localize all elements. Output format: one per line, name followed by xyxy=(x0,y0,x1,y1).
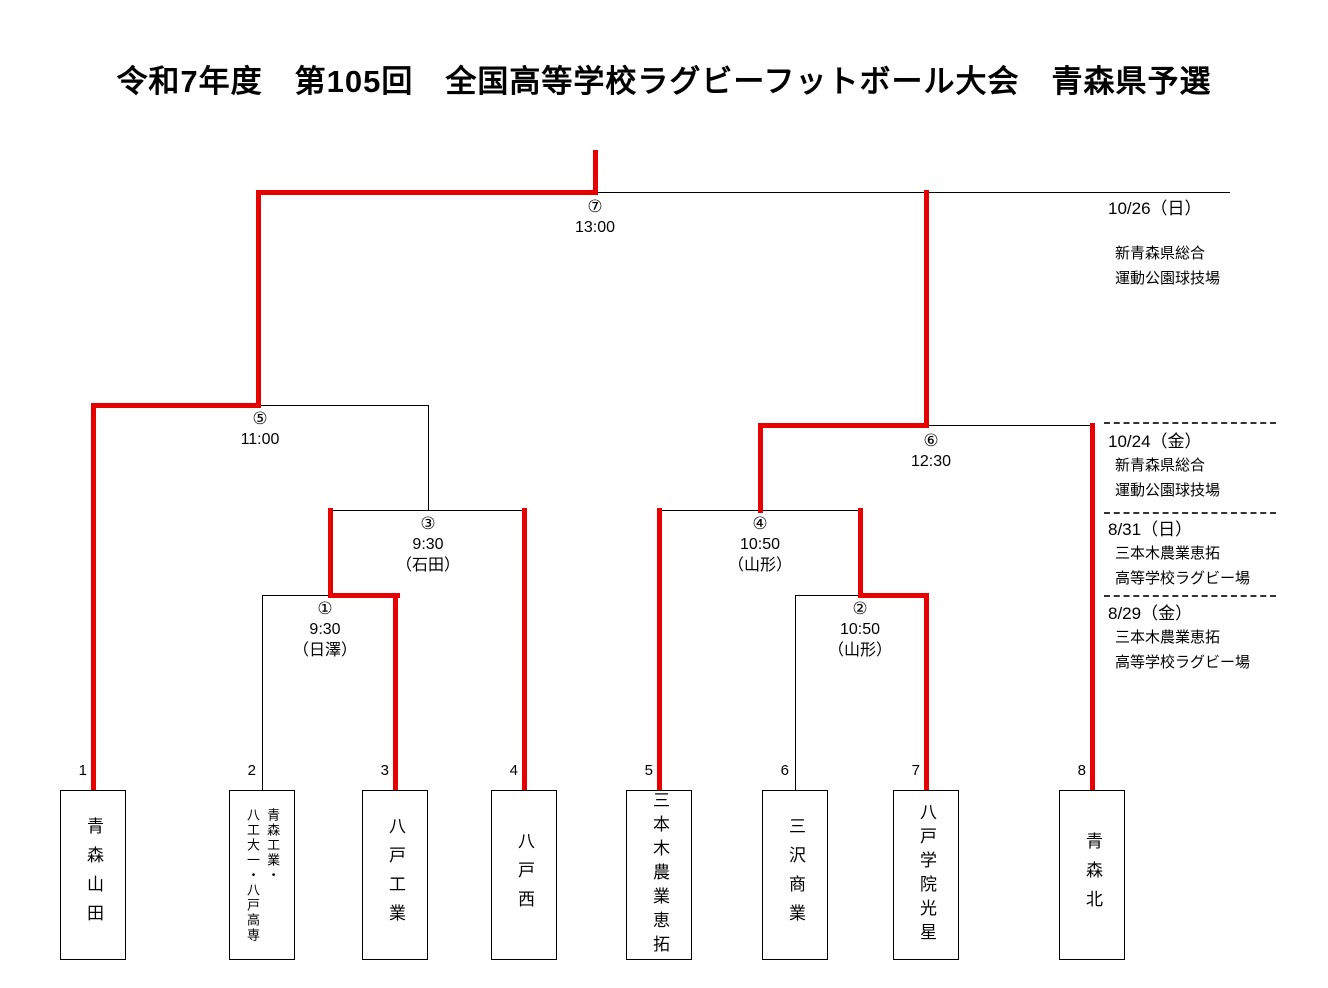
seed-number-7: 7 xyxy=(911,762,920,779)
schedule-venue: 運動公園球技場 xyxy=(1115,270,1221,287)
bracket-line-team6 xyxy=(795,595,796,790)
schedule-venue: 新青森県総合 xyxy=(1115,245,1206,262)
seed-number-8: 8 xyxy=(1077,762,1086,779)
match-3-number: ③ xyxy=(420,514,436,533)
match-7-label: ⑦ 13:00 xyxy=(550,196,640,238)
seed-number-1: 1 xyxy=(78,762,87,779)
schedule-block-final: 10/26（日） 新青森県総合 運動公園球技場 xyxy=(1108,197,1288,291)
tournament-title: 令和7年度 第105回 全国高等学校ラグビーフットボール大会 青森県予選 xyxy=(116,64,1212,99)
team-box-2: 青森工業・ 八工大一・八戸高専 xyxy=(229,790,295,960)
match-4-number: ④ xyxy=(752,514,768,533)
match-3-time: 9:30 xyxy=(412,536,444,553)
advance-line-match6-winner xyxy=(924,190,929,428)
match-7-time: 13:00 xyxy=(574,219,616,236)
match-1-label: ① 9:30 （日澤） xyxy=(280,598,370,661)
schedule-block-semifinal: 10/24（金） 新青森県総合 運動公園球技場 xyxy=(1108,430,1288,503)
advance-line-team8 xyxy=(1090,423,1095,790)
schedule-date: 10/26（日） xyxy=(1108,199,1202,218)
team-box-3: 八戸工業 xyxy=(362,790,428,960)
match-4-time: 10:50 xyxy=(739,536,781,553)
team-box-4: 八戸西 xyxy=(491,790,557,960)
schedule-block-round1: 8/29（金） 三本木農業恵拓 高等学校ラグビー場 xyxy=(1108,602,1288,675)
team-box-1: 青森山田 xyxy=(60,790,126,960)
schedule-divider xyxy=(1104,512,1276,514)
match-6-time: 12:30 xyxy=(910,453,952,470)
team-name: 八戸工業 xyxy=(386,817,406,933)
team-box-5: 三本木農業恵拓 xyxy=(626,790,692,960)
schedule-block-round2: 8/31（日） 三本木農業恵拓 高等学校ラグビー場 xyxy=(1108,518,1288,591)
match-4-official: （山形） xyxy=(727,557,792,574)
advance-line-team4 xyxy=(522,508,527,790)
schedule-divider xyxy=(1104,595,1276,597)
match-7-number: ⑦ xyxy=(587,197,603,216)
match-6-number: ⑥ xyxy=(923,431,939,450)
match-2-official: （山形） xyxy=(827,642,892,659)
seed-number-4: 4 xyxy=(509,762,518,779)
team-name: 青森工業・ 八工大一・八戸高専 xyxy=(245,807,281,943)
bracket-line-final-right xyxy=(595,192,1230,193)
team-box-6: 三沢商業 xyxy=(762,790,828,960)
schedule-venue: 運動公園球技場 xyxy=(1115,482,1221,499)
schedule-divider xyxy=(1104,422,1276,424)
advance-line-team1 xyxy=(91,403,96,790)
advance-line-match2-right xyxy=(858,593,929,598)
advance-line-team5 xyxy=(657,508,662,790)
advance-line-match2-winner xyxy=(858,508,863,598)
schedule-venue: 三本木農業恵拓 xyxy=(1115,545,1221,562)
advance-line-match5-winner xyxy=(256,190,261,408)
advance-line-match6-left xyxy=(758,423,929,428)
seed-number-3: 3 xyxy=(380,762,389,779)
bracket-line-match6-right xyxy=(926,425,1093,426)
bracket-line-match3 xyxy=(330,510,525,511)
team-name: 八戸学院光星 xyxy=(917,803,937,947)
schedule-date: 8/31（日） xyxy=(1108,520,1193,539)
advance-line-match4-winner xyxy=(758,423,763,513)
match-5-number: ⑤ xyxy=(252,409,268,428)
match-3-label: ③ 9:30 （石田） xyxy=(383,513,473,576)
match-1-time: 9:30 xyxy=(309,621,341,638)
match-5-time: 11:00 xyxy=(240,431,280,448)
match-5-label: ⑤ 11:00 xyxy=(215,408,305,450)
match-6-label: ⑥ 12:30 xyxy=(886,430,976,472)
schedule-venue: 高等学校ラグビー場 xyxy=(1115,570,1251,587)
bracket-line-team2 xyxy=(262,595,263,790)
match-2-label: ② 10:50 （山形） xyxy=(815,598,905,661)
match-3-official: （石田） xyxy=(395,557,460,574)
team-name: 青森山田 xyxy=(84,817,104,933)
team-box-7: 八戸学院光星 xyxy=(893,790,959,960)
team-name: 三沢商業 xyxy=(786,817,806,933)
seed-number-5: 5 xyxy=(644,762,653,779)
advance-line-match1-right xyxy=(328,593,400,598)
bracket-line-match5-right xyxy=(258,405,429,406)
match-2-number: ② xyxy=(852,599,868,618)
match-1-number: ① xyxy=(317,599,333,618)
match-2-time: 10:50 xyxy=(839,621,881,638)
seed-number-2: 2 xyxy=(247,762,256,779)
schedule-venue: 三本木農業恵拓 xyxy=(1115,629,1221,646)
advance-line-team7 xyxy=(924,593,929,790)
schedule-venue: 高等学校ラグビー場 xyxy=(1115,654,1251,671)
bracket-line-match2-left xyxy=(795,595,861,596)
advance-line-final-left xyxy=(256,190,598,195)
match-1-official: （日澤） xyxy=(292,642,357,659)
bracket-line-match1-left xyxy=(262,595,331,596)
schedule-venue: 新青森県総合 xyxy=(1115,457,1206,474)
champion-stub-line xyxy=(593,150,598,195)
team-name: 八戸西 xyxy=(515,831,535,919)
match-4-label: ④ 10:50 （山形） xyxy=(715,513,805,576)
team-box-8: 青森北 xyxy=(1059,790,1125,960)
schedule-date: 10/24（金） xyxy=(1108,432,1202,451)
advance-line-team3 xyxy=(393,593,398,790)
advance-line-match5-left xyxy=(91,403,261,408)
team-name: 青森北 xyxy=(1083,831,1103,919)
schedule-date: 8/29（金） xyxy=(1108,604,1193,623)
team-name: 三本木農業恵拓 xyxy=(650,791,670,959)
advance-line-match1-winner xyxy=(328,508,333,598)
seed-number-6: 6 xyxy=(780,762,789,779)
bracket-line-match3-winner xyxy=(428,405,429,511)
